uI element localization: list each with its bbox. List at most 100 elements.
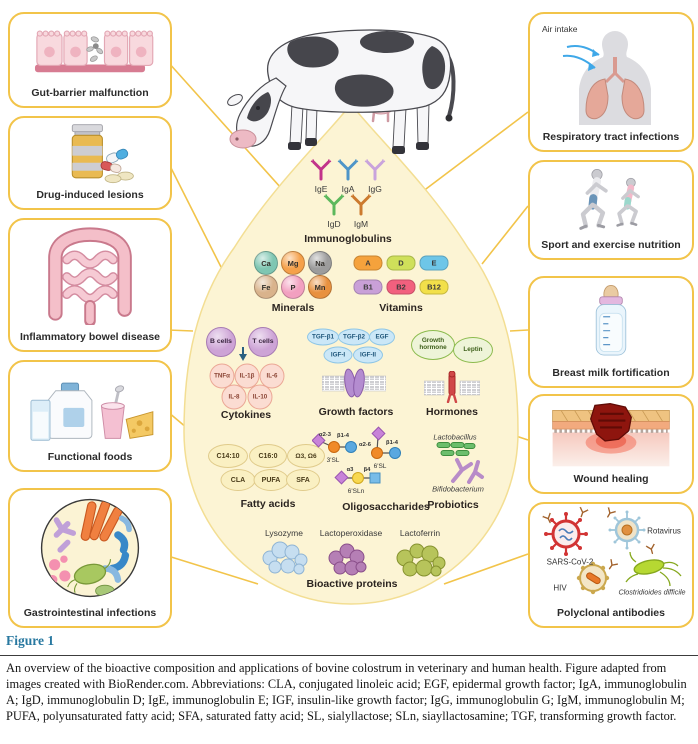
glycan-name: 6'SLn [348,488,365,495]
ig-label-iga: IgA [341,184,355,194]
growth-factors-title: Growth factors [318,406,394,418]
drug-bottle-icon [71,124,134,184]
figure-number-label: Figure 1 [6,633,55,648]
glycan-link: α2-3 [319,432,332,438]
igm-antibody-icon [349,193,373,217]
box-label: Polyclonal antibodies [557,607,665,619]
hormone-leptin: Leptin [453,337,493,363]
box-ibd: Inflammatory bowel disease [8,218,172,352]
mineral-mn: Mn [308,275,332,299]
lysozyme-protein-icon [262,541,308,575]
lysozyme-label: Lysozyme [265,528,303,538]
glycan-link: α2-6 [359,442,372,448]
ig-label-igg: IgG [368,184,382,194]
lactoperoxidase-label: Lactoperoxidase [319,528,383,538]
mineral-ca: Ca [254,251,278,275]
vitamin-a: A [353,255,383,271]
box-gi-infections: Gastrointestinal infections [8,488,172,628]
glycan-link: β4 [364,467,372,473]
bioactive-proteins-title: Bioactive proteins [306,578,398,590]
vitamin-b2: B2 [386,279,416,295]
gf-receptor-icon [322,368,386,398]
lactoferrin-label: Lactoferrin [399,528,441,538]
fa-cla: CLA [220,469,256,491]
box-polyclonal: SARS-CoV-2 Rotavirus HIV Clostridioides … [528,502,694,628]
figure-caption: An overview of the bioactive composition… [6,661,687,723]
mineral-fe: Fe [254,275,278,299]
box-label: Sport and exercise nutrition [541,239,681,251]
gf-igf2: IGF-II [353,346,383,364]
box-label: Breast milk fortification [552,367,670,379]
igd-antibody-icon [322,193,346,217]
box-gut-barrier: Gut-barrier malfunction [8,12,172,108]
hiv-icon [576,561,610,595]
fatty-acids-title: Fatty acids [240,498,296,510]
sars-cov-2-icon [544,512,588,556]
bifidobacterium-label: Bifidobacterium [432,484,484,494]
vitamins-title: Vitamins [379,302,423,314]
rotavirus-icon [608,510,646,550]
c-difficile-icon [625,551,682,587]
box-wound-healing: Wound healing [528,394,694,494]
functional-foods-icon [30,382,154,441]
box-label: Functional foods [47,451,133,463]
cytokine-il10: IL-10 [247,384,273,410]
cytokine-il8: IL-8 [221,384,247,410]
glycan-name: 3'SL [327,457,340,464]
fa-pufa: PUFA [253,469,289,491]
connector-lines [167,61,529,585]
hormone-receptor-icon [424,371,480,403]
gf-tgfb2: TGF-β2 [338,328,370,346]
fa-omega: Ω3, Ω6 [287,444,325,468]
probiotics-title: Probiotics [427,499,479,511]
pathogen-label-cdiff: Clostridioides difficile [618,587,686,597]
igg-antibody-icon [363,158,387,182]
air-intake-label: Air intake [542,24,578,34]
down-arrow-icon [239,347,247,361]
hormones-title: Hormones [426,406,478,418]
gi-infections-icon [40,498,140,598]
glycan-link: β1-4 [337,433,350,439]
t-cells: T cells [248,327,278,357]
gf-igf1: IGF-I [323,346,353,364]
fa-c1410: C14:10 [208,444,248,468]
baby-bottle-icon [595,285,627,356]
ig-label-igd: IgD [327,219,341,229]
b-cells: B cells [206,327,236,357]
oligosaccharide-structures: α2-3 β1-4 3'SL α2-6 β1-4 6'SL α3 β4 6'SL… [312,426,401,495]
box-functional-foods: Functional foods [8,360,172,472]
mineral-mg: Mg [281,251,305,275]
ig-label-ige: IgE [314,184,328,194]
glycan-link: β1-4 [386,440,399,446]
glycan-name: 6'SL [374,463,387,470]
lactobacillus-icon [436,442,476,456]
hormone-gh: Growth hormone [411,330,455,360]
bifidobacterium-icon [451,458,484,484]
fa-c160: C16:0 [249,444,287,468]
box-label: Respiratory tract infections [542,131,680,143]
box-label: Wound healing [573,473,649,485]
box-drug-lesions: Drug-induced lesions [8,116,172,210]
ige-antibody-icon [309,158,333,182]
caption-divider [0,655,698,656]
box-label: Drug-induced lesions [36,189,144,201]
glycan-link: α3 [347,467,355,473]
box-label: Inflammatory bowel disease [19,331,161,343]
gf-tgfb1: TGF-β1 [307,328,339,346]
vitamin-e: E [419,255,449,271]
vitamin-b1: B1 [353,279,383,295]
box-label: Gastrointestinal infections [23,607,157,619]
lactoperoxidase-protein-icon [328,543,367,576]
gf-egf: EGF [369,328,395,346]
cytokine-il1b: IL-1β [234,363,260,389]
cytokine-il6: IL-6 [259,363,285,389]
pathogens-illustration [541,506,682,595]
box-breast-milk: Breast milk fortification [528,276,694,388]
pathogen-label-hiv: HIV [553,583,567,593]
cow-illustration [227,29,456,154]
lactoferrin-protein-icon [396,543,446,577]
lungs-icon [562,31,651,125]
mineral-na: Na [308,251,332,275]
vitamin-b12: B12 [419,279,449,295]
